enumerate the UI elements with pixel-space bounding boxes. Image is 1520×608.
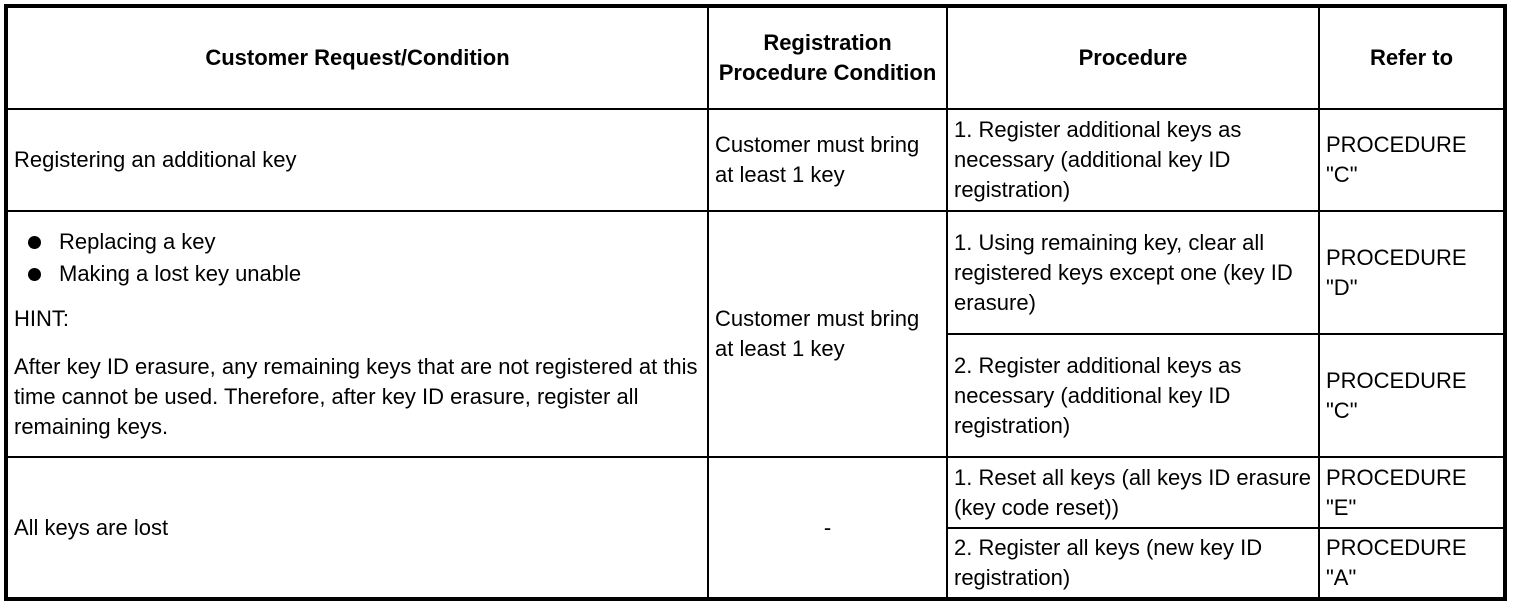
- bullet-icon: [28, 267, 41, 281]
- procedure-cell: 2. Register all keys (new key ID registr…: [946, 527, 1320, 600]
- refer-cell: PROCEDURE "C": [1318, 108, 1506, 212]
- refer-cell: PROCEDURE "D": [1318, 210, 1506, 335]
- header-customer-request: Customer Request/Condition: [5, 5, 709, 110]
- hint-label: HINT:: [14, 306, 69, 331]
- bullet-text: Making a lost key unable: [59, 261, 302, 286]
- header-procedure: Procedure: [946, 5, 1320, 110]
- table-row: Registering an additional key Customer m…: [5, 108, 1506, 212]
- table-row: 2. Register additional keys as necessary…: [6, 333, 1506, 458]
- registration-condition-cell: Customer must bring at least 1 key: [707, 108, 948, 212]
- header-row: Customer Request/Condition Registration …: [5, 5, 1506, 110]
- bullet-icon: [28, 235, 41, 249]
- header-refer-to: Refer to: [1318, 5, 1506, 110]
- table-row: All keys are lost - 1. Reset all keys (a…: [5, 456, 1506, 600]
- refer-cell: PROCEDURE "E": [1318, 456, 1506, 529]
- bullet-text: Replacing a key: [59, 229, 216, 254]
- bullet-list: Replacing a key Making a lost key unable: [14, 226, 701, 290]
- registration-condition-cell: Customer must bring at least 1 key: [707, 210, 948, 458]
- customer-request-cell: All keys are lost: [5, 456, 709, 600]
- procedure-cell: 1. Register additional keys as necessary…: [946, 108, 1320, 212]
- customer-request-cell: Registering an additional key: [5, 108, 709, 212]
- key-registration-table: Customer Request/Condition Registration …: [4, 4, 1507, 601]
- table-row: 2. Register all keys (new key ID registr…: [6, 527, 1506, 600]
- refer-cell: PROCEDURE "C": [1318, 333, 1506, 458]
- procedure-cell: 1. Using remaining key, clear all regist…: [946, 210, 1320, 335]
- table-row: Replacing a key Making a lost key unable…: [5, 210, 1506, 458]
- registration-condition-cell: -: [707, 456, 948, 600]
- refer-cell: PROCEDURE "A": [1318, 527, 1506, 600]
- list-item: Replacing a key: [28, 226, 701, 258]
- hint-text: After key ID erasure, any remaining keys…: [14, 354, 698, 439]
- procedure-cell: 2. Register additional keys as necessary…: [946, 333, 1320, 458]
- list-item: Making a lost key unable: [28, 258, 701, 290]
- customer-request-cell: Replacing a key Making a lost key unable…: [5, 210, 709, 458]
- header-registration-condition: Registration Procedure Condition: [707, 5, 948, 110]
- procedure-cell: 1. Reset all keys (all keys ID erasure (…: [946, 456, 1320, 529]
